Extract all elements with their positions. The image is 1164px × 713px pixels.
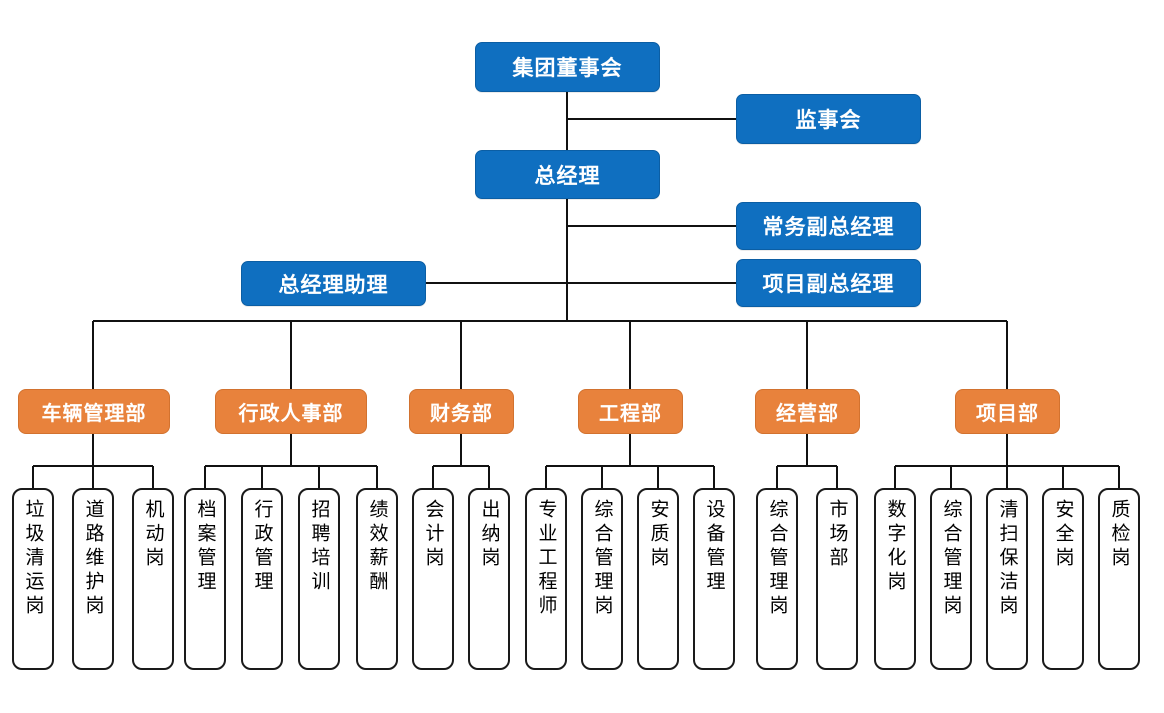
node-department-4-label: 经营部: [776, 403, 839, 425]
node-post-0-2-label: 机动岗: [142, 499, 164, 571]
node-post-5-4-label: 质检岗: [1108, 499, 1130, 571]
node-board-label: 集团董事会: [512, 57, 623, 80]
node-department-1-label: 行政人事部: [238, 403, 344, 425]
node-project-deputy-manager[interactable]: 项目副总经理: [736, 259, 921, 307]
node-post-5-4[interactable]: 质检岗: [1098, 488, 1140, 670]
node-post-5-2[interactable]: 清扫保洁岗: [986, 488, 1028, 670]
node-department-1[interactable]: 行政人事部: [215, 389, 367, 434]
node-department-0[interactable]: 车辆管理部: [18, 389, 170, 434]
node-department-5[interactable]: 项目部: [955, 389, 1060, 434]
node-post-1-3-label: 绩效薪酬: [366, 499, 388, 595]
node-post-5-3[interactable]: 安全岗: [1042, 488, 1084, 670]
node-post-0-2[interactable]: 机动岗: [132, 488, 174, 670]
node-post-4-0[interactable]: 综合管理岗: [756, 488, 798, 670]
node-post-1-2-label: 招聘培训: [308, 499, 330, 595]
node-post-4-1-label: 市场部: [826, 499, 848, 571]
node-executive-deputy-manager-label: 常务副总经理: [762, 216, 895, 239]
node-post-0-1[interactable]: 道路维护岗: [72, 488, 114, 670]
node-post-0-0-label: 垃圾清运岗: [22, 499, 44, 619]
node-executive-deputy-manager[interactable]: 常务副总经理: [736, 202, 921, 250]
node-department-3[interactable]: 工程部: [578, 389, 683, 434]
node-department-2-label: 财务部: [430, 403, 493, 425]
node-post-5-0[interactable]: 数字化岗: [874, 488, 916, 670]
node-post-3-0-label: 专业工程师: [535, 499, 557, 619]
node-post-5-0-label: 数字化岗: [884, 499, 906, 595]
node-post-0-1-label: 道路维护岗: [82, 499, 104, 619]
node-department-0-label: 车辆管理部: [41, 403, 147, 425]
node-gm-assistant[interactable]: 总经理助理: [241, 261, 426, 306]
node-post-1-3[interactable]: 绩效薪酬: [356, 488, 398, 670]
node-board[interactable]: 集团董事会: [475, 42, 660, 92]
node-gm-assistant-label: 总经理助理: [278, 273, 389, 297]
node-post-2-1[interactable]: 出纳岗: [468, 488, 510, 670]
node-post-3-3[interactable]: 设备管理: [693, 488, 735, 670]
node-post-1-2[interactable]: 招聘培训: [298, 488, 340, 670]
node-post-3-1[interactable]: 综合管理岗: [581, 488, 623, 670]
node-department-3-label: 工程部: [599, 403, 662, 425]
node-supervisory-board[interactable]: 监事会: [736, 94, 921, 144]
node-post-1-1[interactable]: 行政管理: [241, 488, 283, 670]
node-post-5-1-label: 综合管理岗: [940, 499, 962, 619]
node-post-1-0[interactable]: 档案管理: [184, 488, 226, 670]
node-post-3-1-label: 综合管理岗: [591, 499, 613, 619]
node-general-manager[interactable]: 总经理: [475, 150, 660, 199]
node-post-4-1[interactable]: 市场部: [816, 488, 858, 670]
node-post-3-0[interactable]: 专业工程师: [525, 488, 567, 670]
node-department-4[interactable]: 经营部: [755, 389, 860, 434]
node-project-deputy-manager-label: 项目副总经理: [762, 273, 895, 296]
node-post-0-0[interactable]: 垃圾清运岗: [12, 488, 54, 670]
node-department-2[interactable]: 财务部: [409, 389, 514, 434]
node-general-manager-label: 总经理: [534, 164, 601, 188]
node-post-2-0-label: 会计岗: [422, 499, 444, 571]
node-post-4-0-label: 综合管理岗: [766, 499, 788, 619]
node-post-2-1-label: 出纳岗: [478, 499, 500, 571]
node-post-1-1-label: 行政管理: [251, 499, 273, 595]
node-post-5-2-label: 清扫保洁岗: [996, 499, 1018, 619]
node-post-5-1[interactable]: 综合管理岗: [930, 488, 972, 670]
node-post-1-0-label: 档案管理: [194, 499, 216, 595]
node-post-3-2[interactable]: 安质岗: [637, 488, 679, 670]
node-department-5-label: 项目部: [976, 403, 1039, 425]
node-post-3-2-label: 安质岗: [647, 499, 669, 571]
node-post-3-3-label: 设备管理: [703, 499, 725, 595]
node-supervisory-board-label: 监事会: [795, 109, 862, 132]
node-post-2-0[interactable]: 会计岗: [412, 488, 454, 670]
node-post-5-3-label: 安全岗: [1052, 499, 1074, 571]
